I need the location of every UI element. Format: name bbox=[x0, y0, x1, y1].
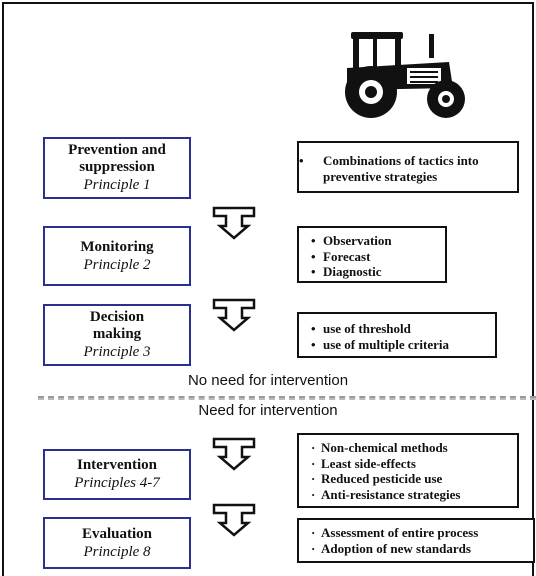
principle-title: Intervention bbox=[77, 457, 157, 473]
principle-box-decision: Decision making Principle 3 bbox=[43, 304, 191, 366]
principle-label: Principle 8 bbox=[83, 543, 151, 560]
principle-label: Principle 3 bbox=[83, 344, 151, 360]
description-box-monitoring: Observation Forecast Diagnostic bbox=[297, 226, 447, 283]
list-item: Adoption of new standards bbox=[311, 541, 525, 557]
principle-title: Monitoring bbox=[80, 238, 154, 255]
list-item: Reduced pesticide use bbox=[311, 471, 509, 487]
principle-title: Decision making bbox=[89, 309, 145, 342]
hollow-down-arrow-icon bbox=[212, 437, 256, 471]
description-box-intervention: Non-chemical methods Least side-effects … bbox=[297, 433, 519, 508]
list-item: use of threshold bbox=[311, 321, 487, 337]
hollow-down-arrow-icon bbox=[212, 298, 256, 332]
principle-box-evaluation: Evaluation Principle 8 bbox=[43, 517, 191, 569]
principle-title: Evaluation bbox=[81, 525, 153, 542]
principle-box-monitoring: Monitoring Principle 2 bbox=[43, 226, 191, 286]
description-box-prevention: Combinations of tactics into preventive … bbox=[297, 141, 519, 193]
description-box-decision: use of threshold use of multiple criteri… bbox=[297, 312, 497, 358]
list-item: Combinations of tactics into preventive … bbox=[311, 153, 509, 184]
principle-title: Prevention and suppression bbox=[68, 142, 166, 175]
principle-label: Principle 2 bbox=[83, 256, 151, 273]
hollow-down-arrow-icon bbox=[212, 503, 256, 537]
list-item: Anti-resistance strategies bbox=[311, 487, 509, 503]
list-item: use of multiple criteria bbox=[311, 337, 487, 353]
tractor-icon bbox=[345, 32, 465, 118]
description-box-evaluation: Assessment of entire process Adoption of… bbox=[297, 518, 535, 563]
intervention-label: Need for intervention bbox=[198, 402, 338, 419]
principle-box-prevention: Prevention and suppression Principle 1 bbox=[43, 137, 191, 199]
list-item: Non-chemical methods bbox=[311, 440, 509, 456]
list-item: Forecast bbox=[311, 249, 437, 265]
principle-box-intervention: Intervention Principles 4-7 bbox=[43, 449, 191, 500]
principle-label: Principle 1 bbox=[83, 177, 151, 193]
list-item: Diagnostic bbox=[311, 264, 437, 280]
intervention-divider bbox=[38, 396, 536, 400]
hollow-down-arrow-icon bbox=[212, 206, 256, 240]
list-item: Assessment of entire process bbox=[311, 525, 525, 541]
list-item: Observation bbox=[311, 233, 437, 249]
list-item: Least side-effects bbox=[311, 456, 509, 472]
no-intervention-label: No need for intervention bbox=[187, 372, 349, 389]
principle-label: Principles 4-7 bbox=[74, 475, 160, 491]
